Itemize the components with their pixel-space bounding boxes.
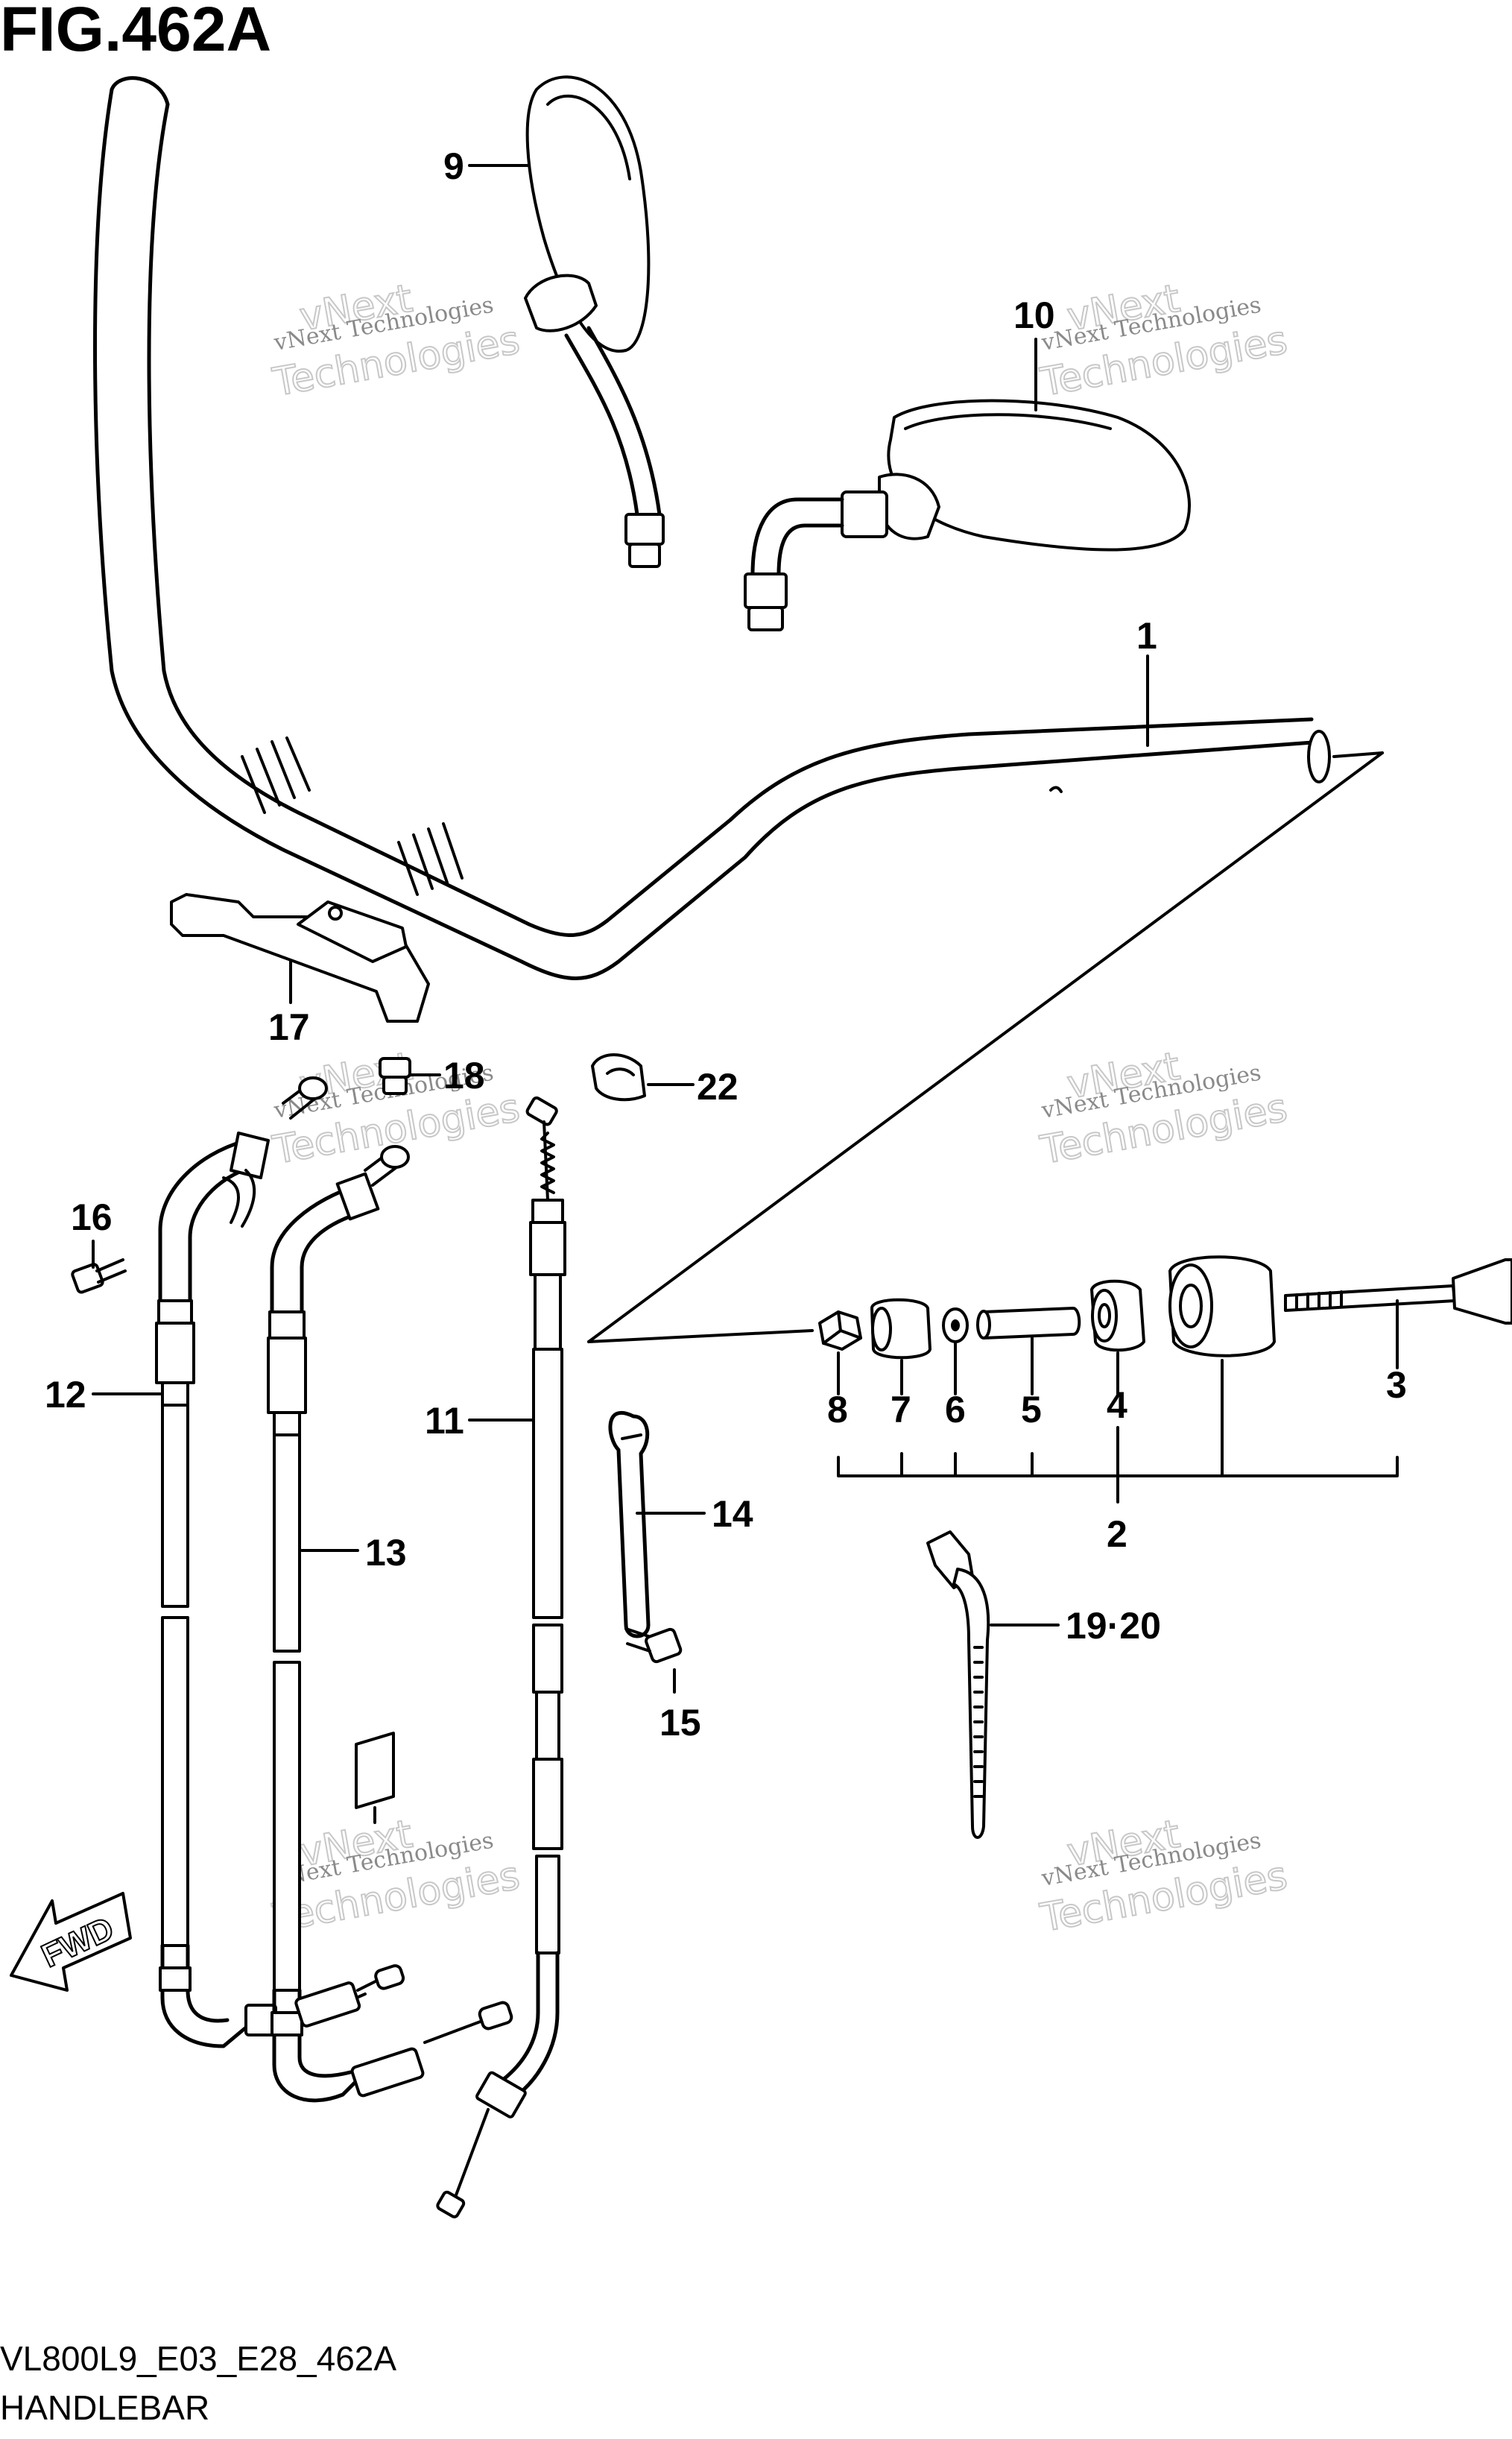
clutch-cable — [436, 1096, 566, 2218]
model-code: VL800L9_E03_E28_462A — [0, 2339, 396, 2378]
figure-title: FIG.462A — [0, 0, 271, 64]
section-name: HANDLEBAR — [0, 2388, 209, 2427]
callout-18: 18 — [443, 1055, 485, 1097]
watermark: Technologies vNext vNext Technologies — [268, 276, 523, 406]
callout-13: 13 — [365, 1532, 407, 1574]
throttle-cable-2 — [267, 1145, 513, 2103]
leader-lines — [92, 164, 1399, 1824]
label-sticker — [355, 1732, 395, 1809]
watermark: Technologies vNext vNext Technologies — [1036, 1811, 1291, 1942]
throttle-cable-1 — [155, 1076, 328, 2048]
callout-4: 4 — [1107, 1384, 1127, 1426]
clamp — [591, 1053, 646, 1102]
spring-clip — [608, 1410, 651, 1638]
bolt-16 — [71, 1258, 127, 1294]
cable-tie — [926, 1530, 990, 1839]
callout-9: 9 — [443, 145, 464, 187]
callout-11: 11 — [425, 1400, 464, 1442]
callout-1: 1 — [1136, 615, 1157, 657]
callout-21: 22 — [697, 1066, 738, 1108]
fwd-arrow: FWD — [10, 1892, 132, 1992]
mirror-right — [744, 399, 1191, 631]
handlebar — [93, 76, 1331, 980]
callout-7: 7 — [891, 1389, 911, 1430]
callout-8: 8 — [827, 1389, 848, 1430]
callout-19-20: 19·20 — [1066, 1605, 1161, 1647]
watermark: Technologies vNext vNext Technologies — [1036, 1044, 1291, 1174]
callout-3: 3 — [1386, 1364, 1407, 1406]
bar-end-assembly — [587, 751, 1512, 1360]
callout-5: 5 — [1021, 1389, 1042, 1430]
watermark: Technologies vNext vNext Technologies — [1036, 276, 1291, 406]
bracket — [170, 893, 430, 1023]
nut-8 — [818, 1310, 862, 1351]
callout-6: 6 — [945, 1389, 966, 1430]
callout-labels: 9 10 1 17 18 22 16 12 11 13 14 15 19·20 … — [45, 145, 1407, 1744]
bolt-15 — [624, 1627, 683, 1664]
callout-14: 14 — [712, 1493, 753, 1535]
callout-15: 15 — [659, 1702, 701, 1744]
bolt-18 — [379, 1057, 411, 1095]
callout-17: 17 — [268, 1006, 310, 1048]
callout-16: 16 — [71, 1196, 113, 1238]
callout-12: 12 — [45, 1374, 86, 1416]
mirror-left — [524, 75, 665, 568]
callout-10: 10 — [1013, 294, 1055, 336]
callout-2: 2 — [1107, 1513, 1127, 1555]
